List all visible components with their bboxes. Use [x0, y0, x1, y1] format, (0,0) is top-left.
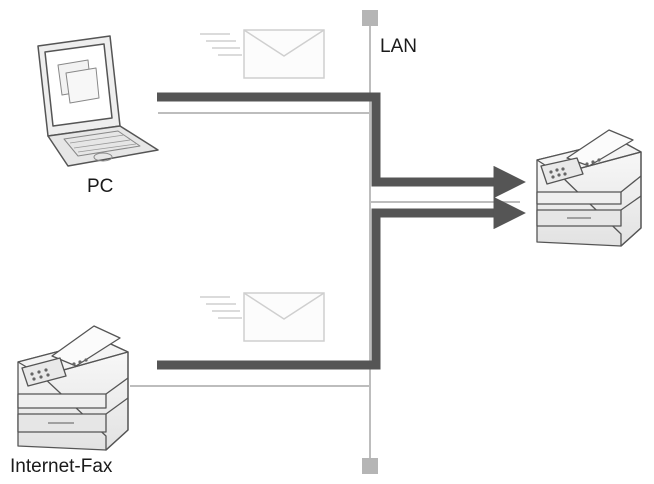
lan-terminator-bottom: [362, 458, 378, 474]
pc-to-printer-arrow: [157, 92, 526, 199]
internet-fax-machine-icon: [17, 325, 129, 451]
laptop-icon: [37, 35, 159, 167]
email-envelope-icon: [200, 29, 325, 79]
fax-machine-icon: [536, 129, 642, 247]
lan-connections: [130, 112, 520, 387]
lan-terminator-top: [362, 10, 378, 26]
email-envelope-icon: [200, 292, 325, 342]
fax-to-printer-arrow: [157, 196, 526, 370]
internet-fax-label: Internet-Fax: [10, 456, 113, 477]
lan-label: LAN: [380, 36, 417, 57]
pc-label: PC: [87, 176, 114, 197]
